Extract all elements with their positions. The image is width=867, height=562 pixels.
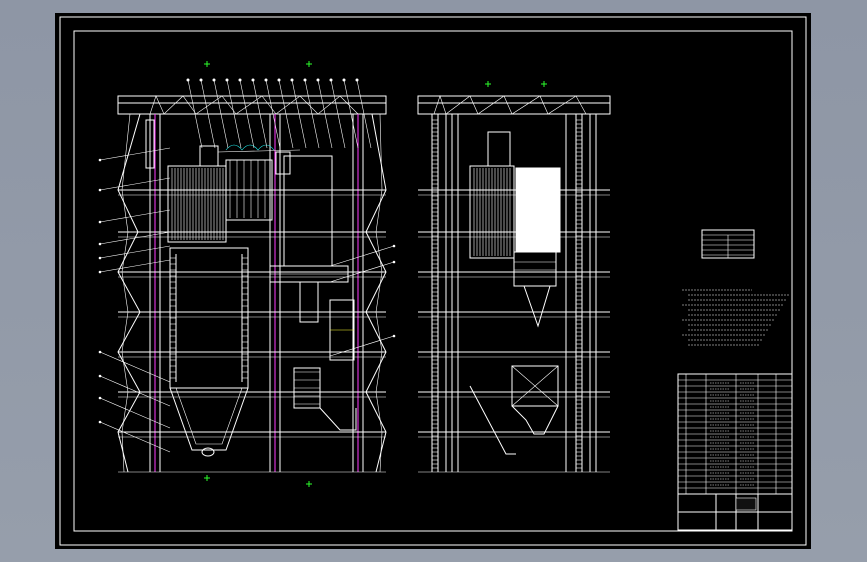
dot-icon <box>186 78 190 82</box>
dot-icon <box>98 188 102 192</box>
dot-icon <box>251 78 255 82</box>
dot-icon <box>264 78 268 82</box>
leader-line <box>291 79 307 149</box>
leader-line <box>99 209 171 223</box>
dot-icon <box>316 78 320 82</box>
leader-line <box>99 177 171 191</box>
leader-line <box>239 79 255 149</box>
inner-frame <box>73 30 793 532</box>
title-block-highlight <box>735 497 757 511</box>
leader-line <box>304 79 320 149</box>
dot-icon <box>392 260 396 264</box>
dot-icon <box>199 78 203 82</box>
leader-line <box>278 79 294 149</box>
dot-icon <box>98 374 102 378</box>
leader-line <box>356 79 372 149</box>
leader-line <box>99 259 171 273</box>
front-elevation-view <box>417 95 611 473</box>
leader-line <box>99 421 171 453</box>
dot-icon <box>98 350 102 354</box>
leader-line <box>99 231 171 245</box>
leader-line <box>329 335 395 357</box>
leader-line <box>265 79 281 149</box>
leader-line <box>187 79 203 149</box>
leader-line <box>226 79 242 149</box>
boiler-shell-block <box>515 167 561 253</box>
dot-icon <box>290 78 294 82</box>
dot-icon <box>98 270 102 274</box>
dot-icon <box>238 78 242 82</box>
dot-icon <box>329 78 333 82</box>
leader-line <box>99 397 171 429</box>
leader-line <box>329 261 395 283</box>
leader-line <box>213 79 229 149</box>
dot-icon <box>98 220 102 224</box>
leader-line <box>200 79 216 149</box>
leader-line <box>99 245 171 259</box>
leader-line <box>330 79 346 149</box>
side-elevation-view <box>98 78 396 473</box>
leader-line <box>317 79 333 149</box>
leader-line <box>329 245 395 267</box>
dot-icon <box>98 256 102 260</box>
dot-icon <box>98 396 102 400</box>
dot-icon <box>98 420 102 424</box>
dot-icon <box>303 78 307 82</box>
outer-frame <box>59 16 807 546</box>
leader-line <box>99 351 171 383</box>
dot-icon <box>98 158 102 162</box>
leader-line <box>99 375 171 407</box>
leader-line <box>99 147 171 161</box>
dot-icon <box>342 78 346 82</box>
leader-line <box>252 79 268 149</box>
dot-icon <box>355 78 359 82</box>
dimension-marks <box>204 61 547 487</box>
drawing-sheet <box>55 13 811 549</box>
dot-icon <box>392 334 396 338</box>
notes-and-tables <box>677 229 793 531</box>
dot-icon <box>212 78 216 82</box>
dot-icon <box>225 78 229 82</box>
dot-icon <box>392 244 396 248</box>
leader-line <box>343 79 359 149</box>
dot-icon <box>277 78 281 82</box>
dot-icon <box>98 242 102 246</box>
